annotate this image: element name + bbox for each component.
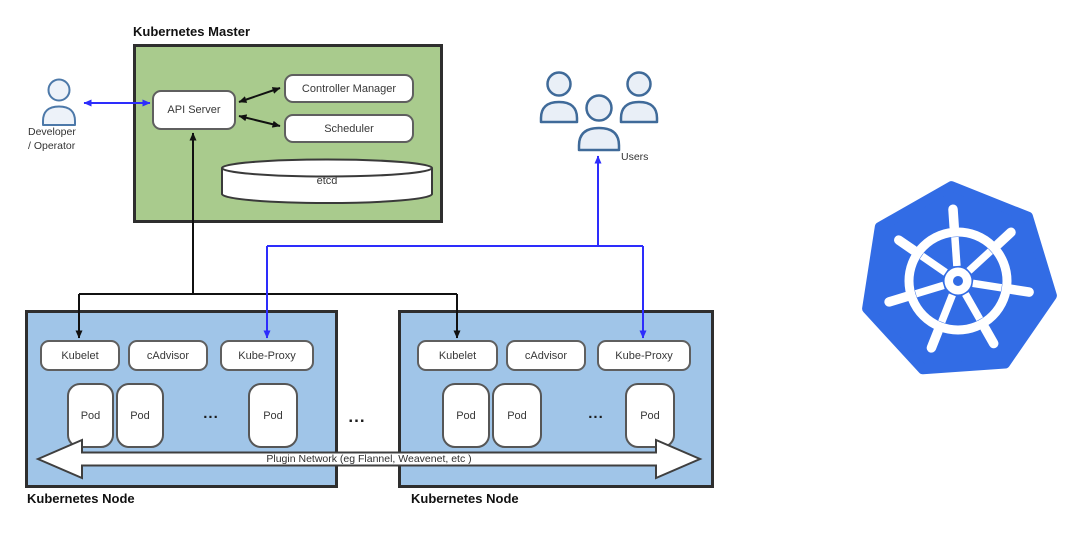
users-group-icon <box>539 71 659 152</box>
nodes-gap-ellipsis: ... <box>348 407 366 426</box>
node-2-pod: Pod <box>492 383 542 448</box>
user-front-icon <box>577 94 621 152</box>
node-2-pod: Pod <box>625 383 675 448</box>
helm-wheel-icon <box>884 204 1034 353</box>
user-back-right-icon <box>619 71 659 124</box>
developer-label: Developer / Operator <box>28 125 76 153</box>
node-1-pod: Pod <box>116 383 164 448</box>
etcd-label: etcd <box>316 175 338 187</box>
node-2-kubelet-box: Kubelet <box>417 340 498 371</box>
node-2-cadvisor-box: cAdvisor <box>506 340 586 371</box>
node-2-pods-ellipsis: ... <box>588 404 604 422</box>
node-1-pod: Pod <box>67 383 114 448</box>
node-1-kubelet-box: Kubelet <box>40 340 120 371</box>
scheduler-box: Scheduler <box>284 114 414 143</box>
user-back-left-icon <box>539 71 579 124</box>
api-server-box: API Server <box>152 90 236 130</box>
kubernetes-logo <box>862 181 1057 375</box>
node-2-title: Kubernetes Node <box>411 491 519 506</box>
kubernetes-heptagon <box>862 181 1057 375</box>
node-1-kube-proxy-box: Kube-Proxy <box>220 340 314 371</box>
plugin-network-label: Plugin Network (eg Flannel, Weavenet, et… <box>266 453 472 465</box>
node-1-cadvisor-box: cAdvisor <box>128 340 208 371</box>
controller-manager-box: Controller Manager <box>284 74 414 103</box>
developer-label-line1: Developer <box>28 126 76 138</box>
node-2-kube-proxy-box: Kube-Proxy <box>597 340 691 371</box>
developer-person-icon <box>42 78 76 126</box>
master-title: Kubernetes Master <box>133 24 251 39</box>
node-1-pod: Pod <box>248 383 298 448</box>
node-1-title: Kubernetes Node <box>27 491 135 506</box>
users-label: Users <box>621 151 649 163</box>
node-1-pods-ellipsis: ... <box>203 404 219 422</box>
developer-label-line2: / Operator <box>28 140 76 152</box>
node-2-pod: Pod <box>442 383 490 448</box>
